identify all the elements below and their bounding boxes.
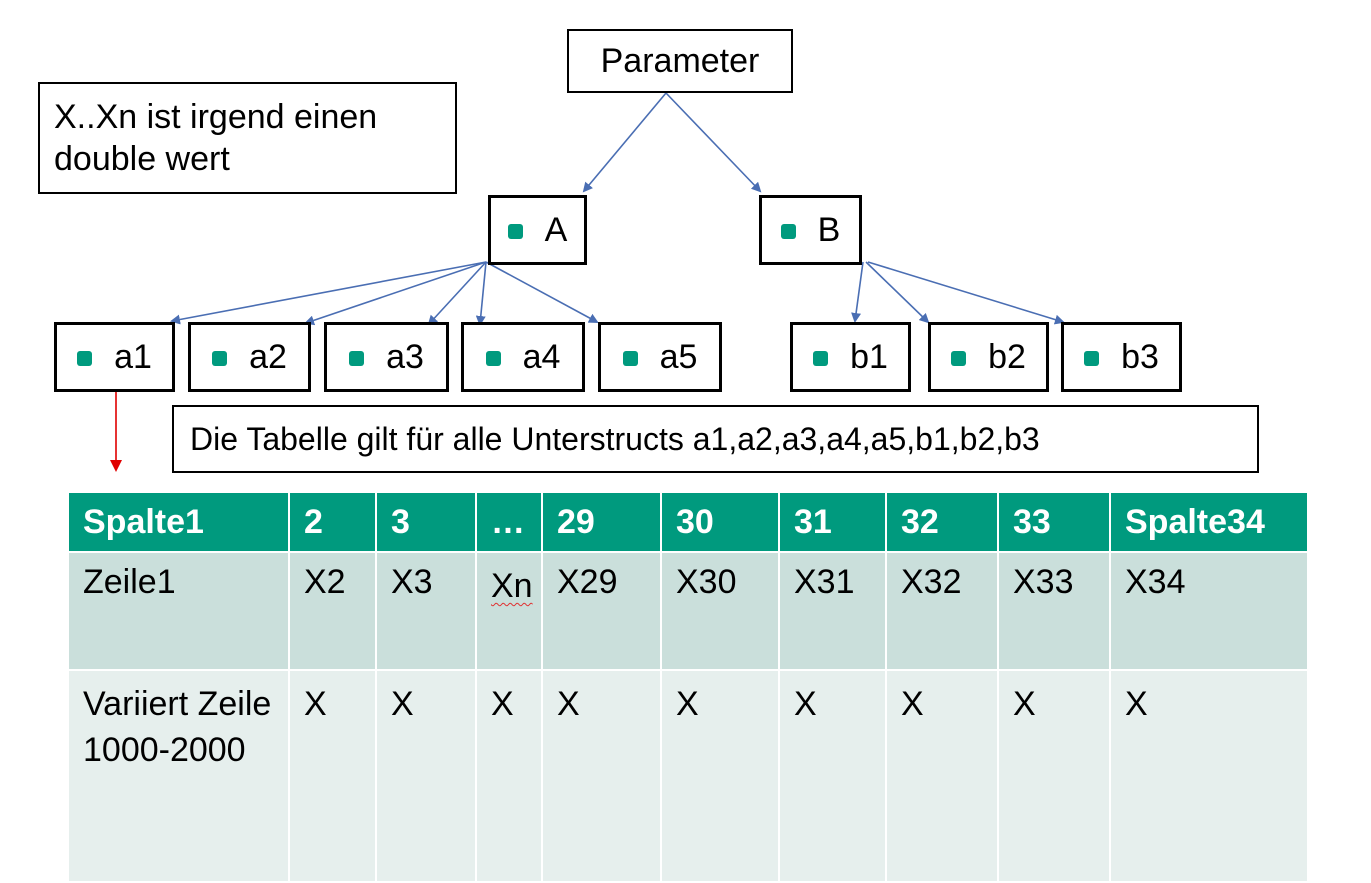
edge-a-a4 <box>475 261 487 326</box>
table-cell: X <box>885 669 999 883</box>
bullet-icon <box>1084 350 1100 366</box>
table-cell: X33 <box>997 551 1111 671</box>
bullet-icon <box>77 350 93 366</box>
edge-b-b2 <box>865 261 930 324</box>
node-a5: a5 <box>598 322 722 392</box>
table-cell: X <box>288 669 377 883</box>
edge-parameter-b <box>665 92 762 193</box>
table-cell: X32 <box>885 551 999 671</box>
table-cell: X <box>1109 669 1309 883</box>
header-cell: 2 <box>288 491 377 553</box>
bullet-icon <box>507 223 523 239</box>
node-b: B <box>759 195 862 265</box>
table-cell: X <box>997 669 1111 883</box>
note-box: X..Xn ist irgend einen double wert <box>38 82 457 194</box>
header-cell: Spalte34 <box>1109 491 1309 553</box>
table-cell: Zeile1 <box>67 551 290 671</box>
table-cell: X2 <box>288 551 377 671</box>
table-cell: X31 <box>778 551 887 671</box>
table-row: Variiert Zeile 1000-2000 X X X X X X X X… <box>67 669 1309 883</box>
node-a2: a2 <box>188 322 311 392</box>
node-b-label: B <box>817 210 841 249</box>
note-text: X..Xn ist irgend einen double wert <box>54 98 378 178</box>
edge-b-b3 <box>867 261 1065 325</box>
node-b2-label: b2 <box>988 337 1026 376</box>
table-cell: X <box>660 669 780 883</box>
table-note-box: Die Tabelle gilt für alle Unterstructs a… <box>172 405 1259 473</box>
node-a3: a3 <box>324 322 449 392</box>
node-a1-label: a1 <box>114 337 152 376</box>
node-a5-label: a5 <box>659 337 698 376</box>
edge-parameter-a <box>582 92 667 193</box>
table-row: Zeile1 X2 X3 Xn X29 X30 X31 X32 X33 X34 <box>67 551 1309 671</box>
edge-a-a3 <box>427 261 487 326</box>
header-cell: 3 <box>375 491 477 553</box>
bullet-icon <box>622 350 638 366</box>
edge-a-a2 <box>304 261 487 326</box>
table-cell: X <box>475 669 543 883</box>
table-cell: X3 <box>375 551 477 671</box>
table-cell: Xn <box>475 551 543 671</box>
node-a-label: A <box>544 210 568 249</box>
bullet-icon <box>780 223 796 239</box>
data-table: Spalte1 2 3 … 29 30 31 32 33 Spalte34 Ze… <box>67 491 1309 883</box>
table-header-row: Spalte1 2 3 … 29 30 31 32 33 Spalte34 <box>67 491 1309 553</box>
bullet-icon <box>813 350 829 366</box>
header-cell: 30 <box>660 491 780 553</box>
node-b1-label: b1 <box>850 337 888 376</box>
header-cell: Spalte1 <box>67 491 290 553</box>
table-cell: X34 <box>1109 551 1309 671</box>
table-cell: X29 <box>541 551 662 671</box>
bullet-icon <box>951 350 967 366</box>
node-b3-label: b3 <box>1121 337 1159 376</box>
header-cell: … <box>475 491 543 553</box>
bullet-icon <box>349 350 365 366</box>
table-cell: X <box>375 669 477 883</box>
parameter-node-label: Parameter <box>600 41 760 80</box>
table-cell: X <box>778 669 887 883</box>
node-a: A <box>488 195 587 265</box>
node-a1: a1 <box>54 322 175 392</box>
node-a3-label: a3 <box>386 337 424 376</box>
edge-a-a5 <box>485 261 599 323</box>
edge-b-b1 <box>851 261 864 323</box>
table-cell: Variiert Zeile 1000-2000 <box>67 669 290 883</box>
header-cell: 33 <box>997 491 1111 553</box>
node-b3: b3 <box>1061 322 1182 392</box>
header-cell: 29 <box>541 491 662 553</box>
header-cell: 32 <box>885 491 999 553</box>
parameter-node: Parameter <box>567 29 793 93</box>
node-b1: b1 <box>790 322 911 392</box>
table-cell: X30 <box>660 551 780 671</box>
bullet-icon <box>485 350 501 366</box>
node-a4-label: a4 <box>522 337 561 376</box>
node-a2-label: a2 <box>249 337 287 376</box>
table-note-text: Die Tabelle gilt für alle Unterstructs a… <box>190 420 1040 457</box>
node-a4: a4 <box>461 322 585 392</box>
header-cell: 31 <box>778 491 887 553</box>
node-b2: b2 <box>928 322 1049 392</box>
edge-a-a1 <box>170 261 487 325</box>
table-cell: X <box>541 669 662 883</box>
bullet-icon <box>212 350 228 366</box>
table-cell-text: Xn <box>491 567 533 605</box>
